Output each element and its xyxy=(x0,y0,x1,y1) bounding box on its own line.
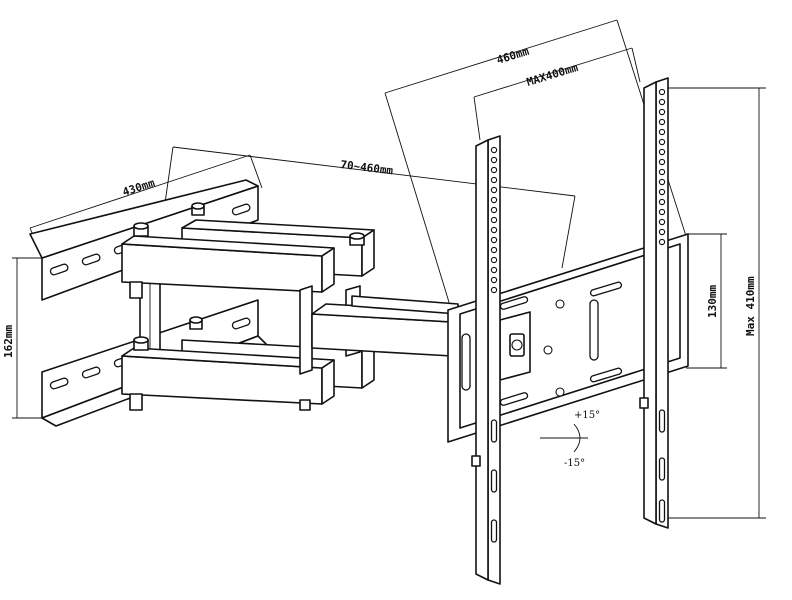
rail-hole xyxy=(490,166,498,174)
rail-hole xyxy=(490,266,498,274)
rail-hole xyxy=(490,146,498,154)
rail-hole xyxy=(490,206,498,214)
rail-hole xyxy=(658,148,666,156)
rail-hole xyxy=(658,188,666,196)
rail-hole xyxy=(658,108,666,116)
rail-slot xyxy=(658,457,666,481)
rail-slot xyxy=(490,469,498,493)
rail-hole xyxy=(658,128,666,136)
dim-max400mm: MAX400mm xyxy=(525,61,580,89)
tilt-down-label: -15° xyxy=(564,458,585,469)
rail-hole xyxy=(658,238,666,246)
tilt-up-label: +15° xyxy=(574,410,600,421)
dim-extension: 70~460mm xyxy=(340,158,395,177)
dimension-lines xyxy=(12,19,766,519)
left-vertical-rail xyxy=(471,135,501,585)
rail-hole xyxy=(490,236,498,244)
rail-hole xyxy=(658,208,666,216)
rail-hole xyxy=(490,186,498,194)
rail-slot xyxy=(658,409,666,433)
rail-slot xyxy=(490,419,498,443)
rail-hole xyxy=(658,218,666,226)
dim-460mm: 460mm xyxy=(495,45,531,67)
rail-hole xyxy=(658,138,666,146)
rail-hole xyxy=(658,88,666,96)
rail-hole xyxy=(490,156,498,164)
rail-hole xyxy=(658,98,666,106)
articulating-arms xyxy=(121,219,467,405)
tv-plate xyxy=(447,233,689,443)
right-vertical-rail xyxy=(639,77,669,529)
rail-hole xyxy=(490,256,498,264)
dim-130mm: 130mm xyxy=(706,285,719,318)
rail-hole xyxy=(490,226,498,234)
rail-hole xyxy=(490,176,498,184)
rail-hole xyxy=(490,216,498,224)
dim-162mm: 162mm xyxy=(2,325,15,358)
rail-hole xyxy=(658,178,666,186)
rail-hole xyxy=(658,158,666,166)
rail-hole xyxy=(658,118,666,126)
rail-hole xyxy=(658,168,666,176)
rail-hole xyxy=(490,276,498,284)
dim-max410mm: Max 410mm xyxy=(744,276,757,336)
bolts xyxy=(129,202,365,411)
rail-slot xyxy=(490,519,498,543)
dim-430mm: 430mm xyxy=(121,176,157,199)
rail-hole xyxy=(490,286,498,294)
rail-hole xyxy=(658,228,666,236)
rail-hole xyxy=(490,246,498,254)
rail-hole xyxy=(490,196,498,204)
rail-slot xyxy=(658,499,666,523)
rail-hole xyxy=(658,198,666,206)
